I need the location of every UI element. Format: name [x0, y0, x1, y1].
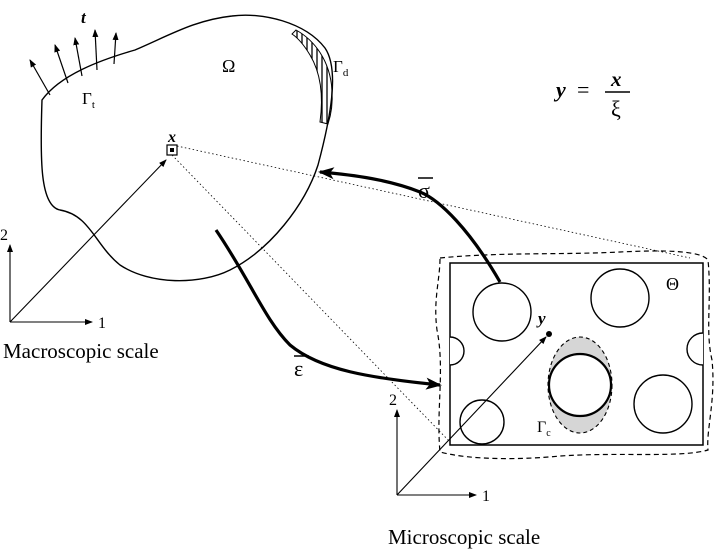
domain-omega-label: Ω — [222, 56, 235, 76]
stress-label: σ — [418, 178, 430, 203]
equation-lhs: y — [553, 77, 566, 102]
displacement-boundary-hatch — [291, 29, 333, 125]
macro-axis-1-label: 1 — [98, 315, 106, 332]
micro-axis-1-label: 1 — [482, 488, 490, 505]
macro-point-label: x — [167, 129, 176, 146]
strain-transfer-arrow — [214, 229, 442, 390]
micro-domain — [435, 250, 714, 460]
stress-transfer-arrow — [318, 167, 502, 283]
traction-label: t — [81, 8, 87, 27]
zoom-lines — [171, 145, 691, 443]
micro-scale-caption: Microscopic scale — [388, 525, 540, 549]
inclusion — [590, 268, 650, 328]
macro-scale-caption: Macroscopic scale — [3, 339, 159, 363]
traction-arrow — [29, 59, 51, 96]
traction-arrow — [73, 37, 83, 77]
scaling-equation: y = x ξ — [553, 67, 630, 121]
equation-numerator: x — [610, 67, 622, 91]
inclusion-partial-right — [686, 332, 704, 366]
traction-arrows — [29, 29, 119, 96]
macro-axes — [7, 159, 167, 325]
micro-position-vector — [396, 336, 547, 496]
macro-position-vector — [9, 159, 167, 323]
micro-point-label: y — [536, 309, 546, 328]
inclusion-center — [547, 352, 613, 418]
displacement-boundary-label: Γd — [333, 57, 349, 79]
equation-denominator: ξ — [611, 96, 621, 121]
traction-arrow — [92, 29, 99, 71]
micro-point-dot — [546, 331, 552, 337]
macro-point-dot — [170, 148, 174, 152]
traction-arrow — [112, 32, 119, 65]
inclusion — [472, 282, 532, 342]
inclusion-partial-left — [449, 336, 465, 366]
equation-equals: = — [577, 77, 589, 102]
micro-axes — [394, 336, 547, 498]
zoom-line-upper — [176, 145, 691, 259]
micro-domain-theta-label: Θ — [666, 274, 679, 294]
traction-boundary-label: Γt — [82, 89, 95, 111]
zoom-line-lower — [171, 154, 451, 443]
strain-label: ε — [294, 356, 303, 381]
interface-label: Γc — [537, 419, 551, 439]
inclusion — [633, 374, 693, 434]
macro-axis-2-label: 2 — [0, 227, 8, 244]
traction-arrow — [54, 44, 69, 84]
macro-domain — [40, 14, 334, 282]
micro-axis-2-label: 2 — [389, 392, 397, 409]
macro-domain-boundary — [40, 14, 334, 282]
inclusion — [459, 399, 505, 445]
